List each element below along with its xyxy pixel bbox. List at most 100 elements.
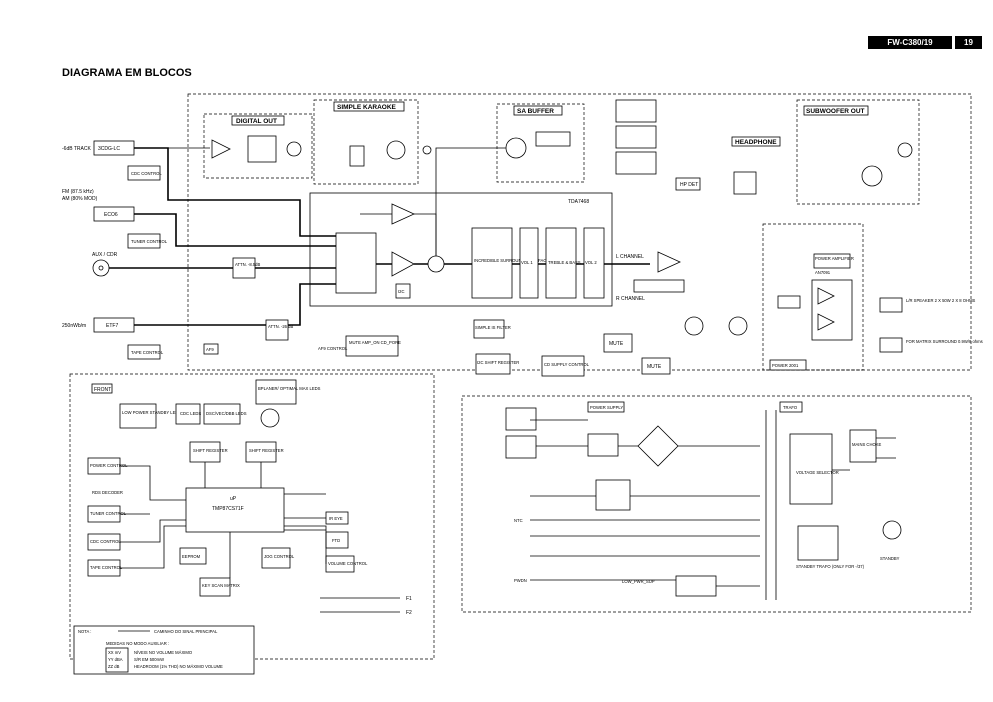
reg-plus5v-con [615, 151, 657, 175]
trafo-label: TRAFO [783, 405, 798, 410]
karaoke-frame [313, 99, 419, 185]
incredible-label: INCREDIBLE SURROUND INTERFACE [474, 258, 549, 263]
tuner-signal-path [134, 213, 336, 247]
notes-aux-mode: MEDIDAS NO MODO AUXILIAR : [106, 641, 169, 646]
simple-karaoke-block [333, 101, 405, 112]
bplaner-label: BPLANER/ OPTIMAL MAX LEDS [258, 386, 321, 391]
voltage-selector-label: VOLTAGE SELECTOR [796, 470, 839, 475]
headphone-label: HEADPHONE [735, 139, 777, 146]
af9-control-block [345, 335, 399, 357]
notes-legend-box [105, 647, 129, 673]
af9-block [203, 343, 219, 355]
mute-label-2: MUTE [647, 364, 662, 370]
dsc-leds-label: DSC/VEC/DBB LEDS [206, 411, 247, 416]
cd-supply-control-block [541, 355, 585, 377]
sub-w-transistor [684, 316, 704, 336]
power-amp-ch1 [817, 287, 835, 305]
volume-label: VOLUME CONTROL [328, 561, 368, 566]
bplaner-leds-block [255, 379, 297, 405]
karaoke-transistor [386, 140, 406, 160]
notes-l1: NÍVEIS NO VOLUME MÁXIMO [134, 650, 193, 655]
low-pwr-sup-label: LOW_PWR_SUP [622, 579, 655, 584]
tda7468-label: TDA7468 [568, 199, 589, 205]
header-page: 19 [955, 36, 982, 49]
bridge-small [587, 433, 619, 457]
tape-control-top [127, 344, 161, 360]
front-bus-wiring [204, 462, 262, 578]
standby-label: STANDBY [880, 556, 900, 561]
mute-block-1 [603, 333, 633, 353]
power-supply-block [587, 401, 625, 413]
digital-out-jack [286, 141, 302, 157]
fm-label: FM (87.5 kHz) [62, 189, 94, 195]
ftd-label: FTD [332, 538, 340, 543]
filament-wiring [320, 597, 400, 613]
reg-5v9 [505, 407, 537, 431]
notes-yy: YY dBA [108, 657, 123, 662]
subwoofer-out-block [803, 105, 869, 116]
cdc-control-top-label: CDC CONTROL [131, 171, 162, 176]
mains-wiring [832, 437, 896, 471]
shift-register-1-label: SHIFT REGISTER [193, 448, 228, 453]
notes-title: NOTA : [78, 629, 91, 634]
eeprom-block [179, 547, 207, 565]
front-block [91, 383, 113, 394]
power-supply-label: POWER SUPPLY [590, 405, 623, 410]
speaker-label: L/R SPEAKER 2 X 50W 2 X 8 OHMS [906, 298, 976, 303]
low-pwr-sup-circuit [675, 575, 717, 597]
r-channel-label: R CHANNEL [616, 296, 645, 302]
trafo-block [779, 401, 803, 413]
bridge-rectifier [637, 425, 679, 467]
eco6-label: ECO6 [104, 212, 118, 218]
tape-control-label: TAPE CONTROL [90, 565, 123, 570]
mains-choke-block [849, 429, 877, 463]
vol1-block [519, 227, 539, 299]
standby-trafo-label: STANDBY TRAFO (ONLY FOR -/37) [796, 564, 865, 569]
simple-is-filter-label: SIMPLE IS FILTER [475, 325, 511, 330]
cd-track-label: -6dB TRACK [62, 146, 91, 152]
tuner-control-label: TUNER CONTROL [90, 511, 127, 516]
mains-choke-label: MAINS CHOKE [852, 442, 882, 447]
hp-det-block [675, 177, 701, 191]
rds-decoder-label: RDS DECODER [92, 490, 123, 495]
attn2-label: ATTN. -26 dB [268, 324, 293, 329]
power-amp-frame [762, 223, 864, 371]
headphone-jack [733, 171, 757, 195]
attn2-block [265, 319, 289, 341]
sa-buffer-transistor [505, 137, 527, 159]
aux-jack-symbol [92, 259, 110, 277]
power-amp-part-label: AN7091 [815, 270, 831, 275]
speaker-terminal [879, 297, 903, 313]
summing-node [427, 255, 445, 273]
standby-transistor [882, 520, 902, 540]
digital-out-frame [203, 113, 313, 179]
digital-out-block [231, 115, 285, 126]
hp-det-label: HP DET [680, 182, 698, 188]
power-2001-block [769, 359, 807, 371]
mic-jack [422, 145, 432, 155]
af9-label: AF9 [206, 347, 214, 352]
mute-block-2 [641, 357, 671, 375]
subwoofer-jack [897, 142, 913, 158]
sa-buffer-label: SA BUFFER [517, 108, 554, 115]
up-block [185, 487, 285, 533]
gain-block [633, 279, 685, 293]
neg-regulator [595, 479, 631, 511]
simple-is-filter-block [473, 319, 505, 339]
vol2-label: VOL 2 [585, 260, 597, 265]
attn-block [777, 295, 801, 309]
vol1-label: VOL 1 [521, 260, 533, 265]
power-control-label: POWER CONTROL [90, 463, 128, 468]
jog-label: JOG CONTROL [264, 554, 295, 559]
cdc-leds-label: CDC LEDS [180, 411, 201, 416]
notes-main-path: CAMINHO DO SINAL PRINCIPAL [154, 629, 218, 634]
attn1-block [232, 257, 256, 279]
cd-signal-path [134, 147, 336, 237]
subwoofer-transistor [861, 165, 883, 187]
trafo-core [765, 410, 777, 600]
key-scan-block [199, 577, 231, 597]
notes-zz: ZZ dB [108, 664, 120, 669]
power-supply-frame [461, 395, 972, 613]
low-power-led-block [119, 403, 157, 429]
